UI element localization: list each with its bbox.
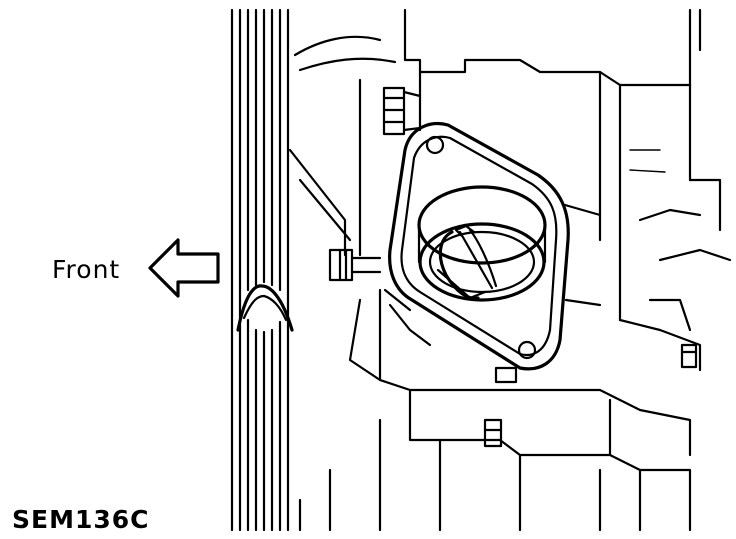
arrow-left-outline-icon <box>148 238 220 298</box>
engine-block <box>288 8 732 532</box>
drive-belt-pulley <box>230 8 294 532</box>
direction-label: Front <box>52 255 120 284</box>
side-bolt <box>328 248 382 282</box>
figure-code: SEM136C <box>12 505 150 534</box>
housing-body <box>383 113 666 347</box>
upper-bolt <box>382 86 422 136</box>
thermostat-housing-flange <box>388 122 570 371</box>
thermostat <box>417 185 547 302</box>
lower-bolts <box>483 343 698 448</box>
